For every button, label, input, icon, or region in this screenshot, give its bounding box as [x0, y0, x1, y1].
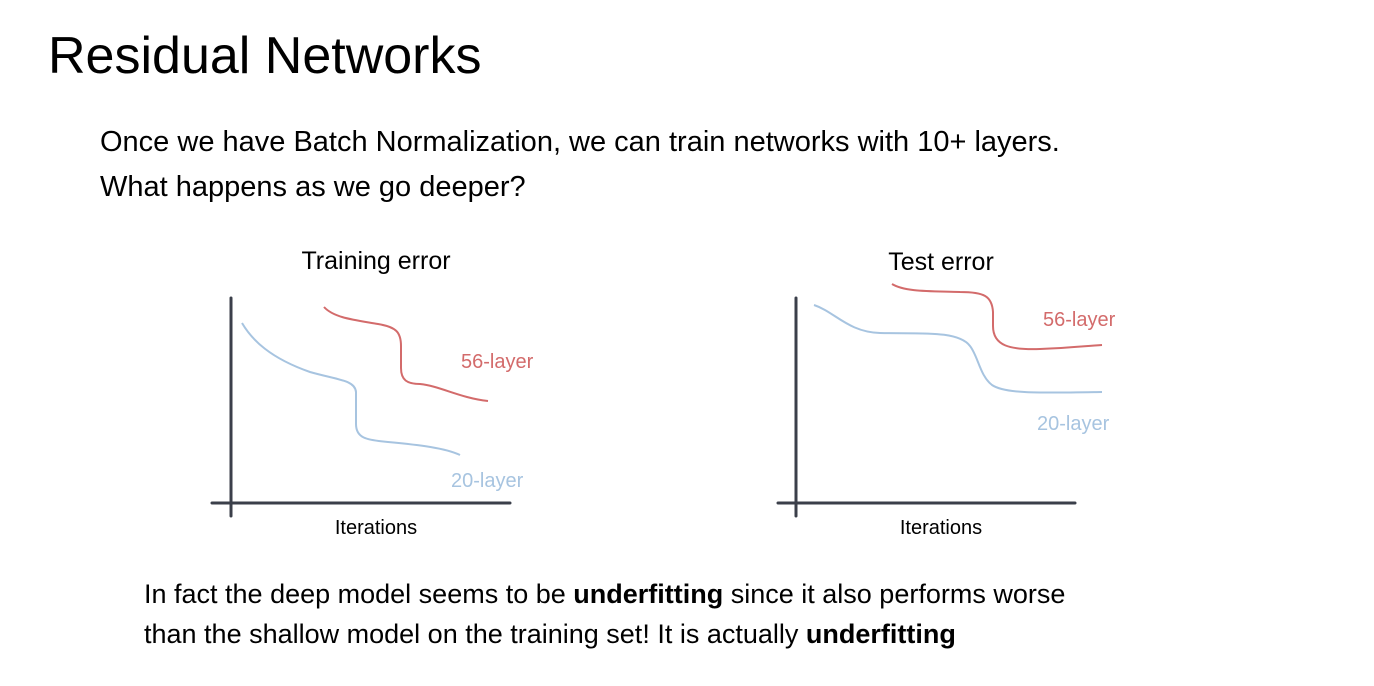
training-20-layer-label: 20-layer [451, 470, 524, 492]
conclusion-line-2: than the shallow model on the training s… [144, 614, 1065, 654]
training-plot-title: Training error [301, 247, 450, 275]
intro-text: Once we have Batch Normalization, we can… [100, 120, 1060, 210]
test-56-layer-curve [891, 283, 1103, 351]
test-plot-title: Test error [888, 248, 994, 276]
test-56-layer-label: 56-layer [1043, 309, 1116, 331]
intro-line-2: What happens as we go deeper? [100, 171, 526, 203]
slide-title: Residual Networks [48, 27, 482, 85]
conclusion-line-1-emphasis: underfitting [573, 579, 724, 609]
conclusion-line-1: In fact the deep model seems to be under… [144, 574, 1065, 614]
test-error-plot: Test error 56-layer 20-layer Iterations [776, 248, 1116, 539]
conclusion-text: In fact the deep model seems to be under… [144, 574, 1065, 654]
conclusion-line-2-start: than the shallow model on the training s… [144, 619, 806, 649]
conclusion-line-1-start: In fact the deep model seems to be [144, 579, 574, 609]
training-20-layer-curve [241, 322, 461, 456]
training-56-layer-curve [323, 306, 489, 402]
training-56-layer-label: 56-layer [461, 351, 534, 373]
training-x-axis-label: Iterations [335, 517, 417, 539]
test-x-axis-label: Iterations [900, 517, 982, 539]
intro-line-1: Once we have Batch Normalization, we can… [100, 126, 1060, 158]
training-error-plot: Training error 56-layer 20-layer Iterati… [210, 247, 534, 539]
test-20-layer-label: 20-layer [1037, 413, 1110, 435]
conclusion-line-2-emphasis: underfitting [805, 619, 956, 649]
test-20-layer-curve [813, 304, 1103, 394]
conclusion-line-1-end: since it also performs worse [723, 579, 1066, 609]
